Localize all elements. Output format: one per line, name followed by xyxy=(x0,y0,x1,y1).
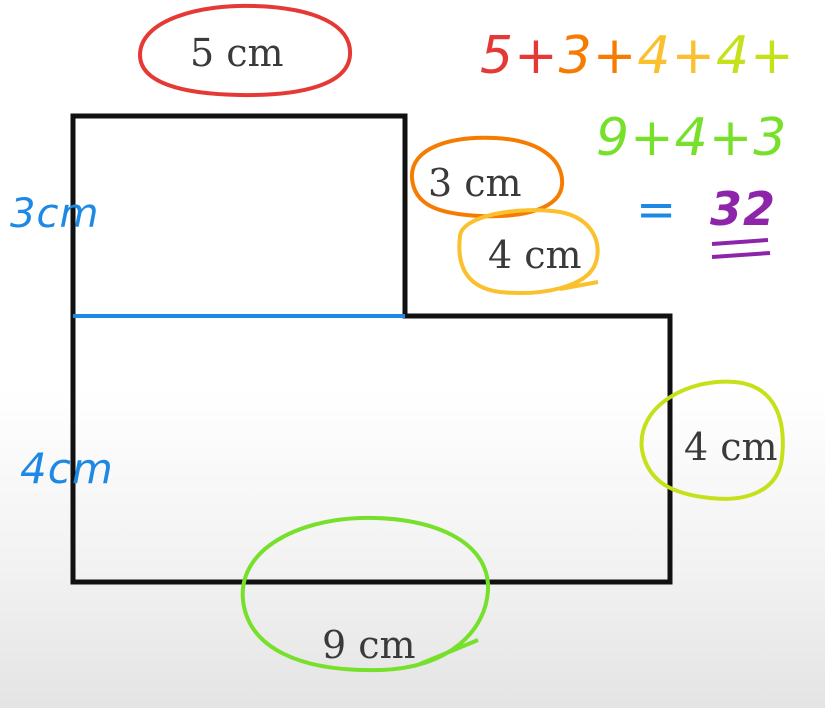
result-equals: = xyxy=(636,182,678,238)
label-step-3cm: 3 cm xyxy=(428,161,522,205)
result-underline xyxy=(711,238,771,259)
sum-plus-3: + xyxy=(671,26,717,86)
sum-plus-4: + xyxy=(750,26,795,86)
circle-4cm-right xyxy=(639,379,785,501)
sum-line-2: 9+4+3 xyxy=(596,108,788,168)
sum-line-1: 5+3+4+4+ xyxy=(480,30,795,82)
sum-term-5: 5 xyxy=(480,26,515,86)
label-bottom-9cm: 9 cm xyxy=(322,623,416,667)
sum-term-4b: 4 xyxy=(716,26,751,86)
label-step-4cm: 4 cm xyxy=(488,233,582,277)
label-right-4cm: 4 cm xyxy=(684,425,778,469)
handwritten-left-upper: 3cm xyxy=(10,191,100,237)
sum-term-3: 3 xyxy=(558,26,593,86)
circle-9cm xyxy=(240,515,491,673)
circle-5cm xyxy=(137,3,353,98)
shape-outline xyxy=(70,113,673,585)
sum-term-4a: 4 xyxy=(637,26,672,86)
label-top-5cm: 5 cm xyxy=(190,31,284,75)
circle-3cm xyxy=(409,135,565,219)
circle-4cm-step xyxy=(457,208,600,295)
handwritten-left-lower: 4cm xyxy=(20,444,114,493)
sum-plus-2: + xyxy=(592,26,638,86)
result-value: 32 xyxy=(710,182,777,236)
sum-plus-1: + xyxy=(514,26,559,86)
